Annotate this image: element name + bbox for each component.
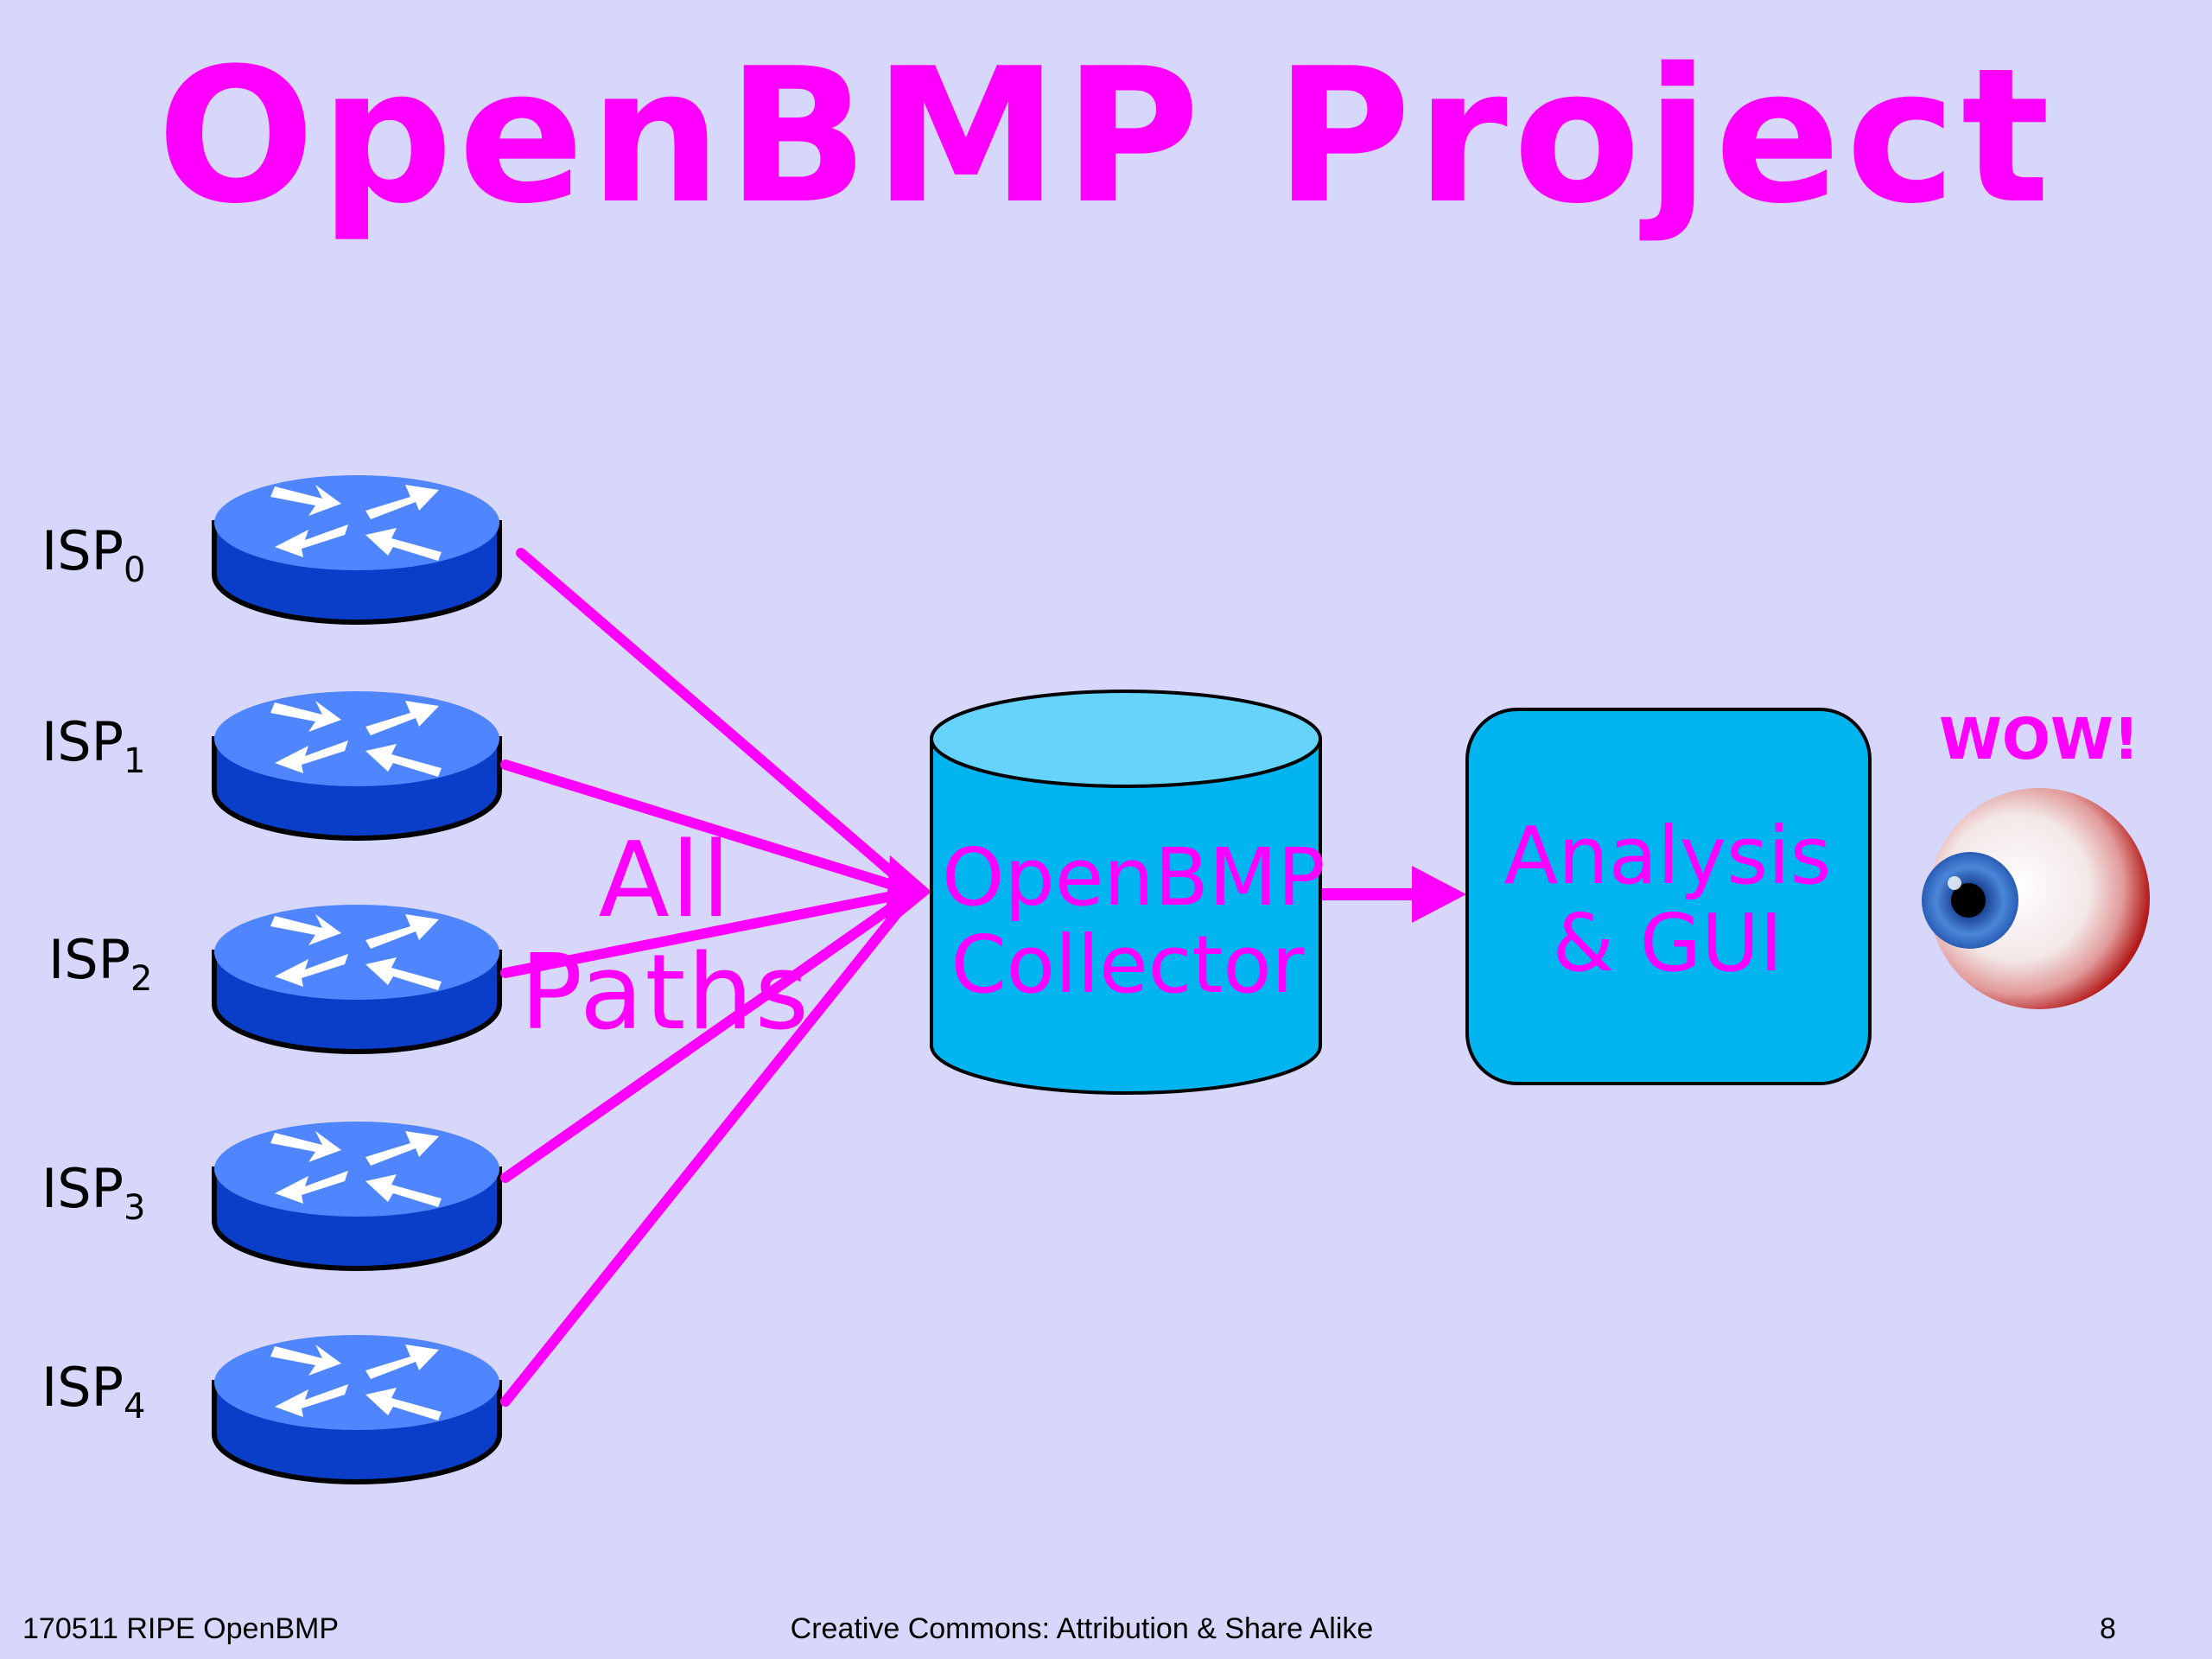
analysis-line2: & GUI <box>1552 897 1783 990</box>
footer-left: 170511 RIPE OpenBMP <box>22 1612 340 1645</box>
collector-label: OpenBMP Collector <box>942 831 1325 1012</box>
isp-label-1: ISP1 <box>41 710 146 781</box>
path-lines <box>500 548 919 1407</box>
router-icon-2 <box>212 905 502 1054</box>
path-line-4 <box>500 887 919 1407</box>
footer-page-number: 8 <box>2100 1612 2116 1645</box>
all-paths-line2: Paths <box>519 933 811 1053</box>
analysis-line1: Analysis <box>1503 810 1832 902</box>
analysis-label: Analysis & GUI <box>1469 810 1866 990</box>
router-icon-0 <box>212 475 502 625</box>
analysis-box <box>1465 708 1872 1085</box>
eye-icon <box>1922 788 2150 1009</box>
router-icon-4 <box>212 1335 502 1484</box>
path-line-1 <box>500 760 919 897</box>
slide-title: OpenBMP Project <box>156 28 2056 245</box>
isp-label-0: ISP0 <box>41 519 146 590</box>
path-line-2 <box>500 887 919 978</box>
collector-line1: OpenBMP <box>942 831 1325 924</box>
all-paths-label: All Paths <box>510 830 821 1046</box>
footer-center: Creative Commons: Attribution & Share Al… <box>790 1612 1374 1645</box>
collector-line2: Collector <box>950 918 1305 1012</box>
path-arrowhead <box>885 855 931 930</box>
all-paths-line1: All <box>598 821 733 941</box>
database-icon <box>930 690 1322 1095</box>
path-line-0 <box>516 548 919 897</box>
arrow-right-icon <box>1322 866 1466 923</box>
isp-label-2: ISP2 <box>48 928 153 999</box>
router-icon-1 <box>212 691 502 841</box>
isp-label-3: ISP3 <box>41 1157 146 1228</box>
path-line-3 <box>500 887 919 1183</box>
router-icon-3 <box>212 1122 502 1271</box>
isp-label-4: ISP4 <box>41 1356 146 1427</box>
wow-label: WOW! <box>1939 706 2139 772</box>
